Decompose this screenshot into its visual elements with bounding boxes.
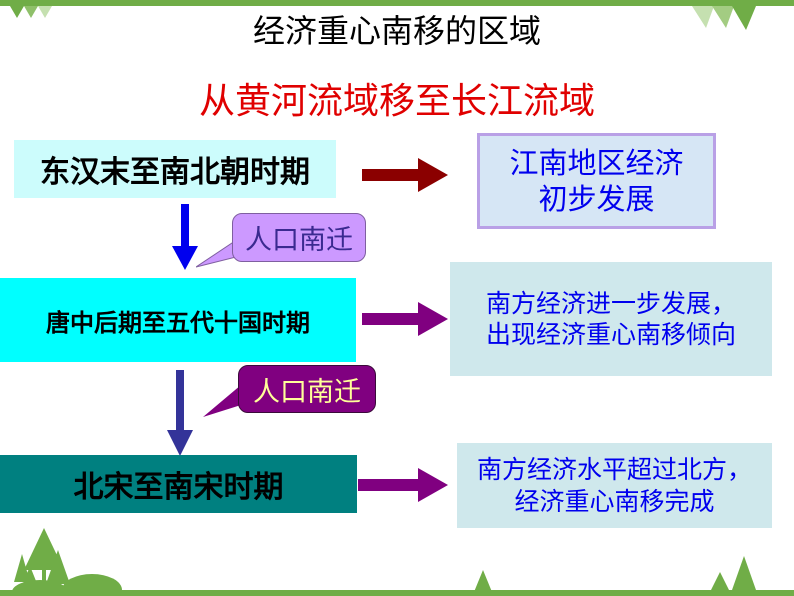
stage-1-result: 江南地区经济 初步发展 — [477, 133, 716, 229]
stage-1-period: 东汉末至南北朝时期 — [14, 140, 336, 198]
right-arrow-icon — [358, 468, 448, 502]
slide-title: 经济重心南移的区域 — [252, 12, 541, 50]
callout-text: 人口南迁 — [253, 376, 361, 408]
down-arrow-icon — [172, 204, 198, 270]
right-arrow-icon — [362, 158, 448, 192]
callout-population-south-1: 人口南迁 — [232, 213, 366, 262]
callout-pointer — [203, 385, 241, 417]
slide-subtitle: 从黄河流域移至长江流域 — [198, 81, 595, 122]
result-line: 江南地区经济 — [509, 145, 684, 180]
stage-3-period-text: 北宋至南宋时期 — [73, 470, 284, 505]
trees-decoration-icon — [0, 528, 794, 596]
result-line: 南方经济水平超过北方， — [476, 455, 752, 485]
callout-population-south-2: 人口南迁 — [238, 365, 376, 413]
stage-3-period: 北宋至南宋时期 — [0, 455, 357, 513]
triangle-decoration-icon — [10, 6, 52, 18]
stage-1-period-text: 东汉末至南北朝时期 — [40, 155, 310, 190]
stage-2-result: 南方经济进一步发展， 出现经济重心南移倾向 — [450, 262, 772, 376]
top-green-bar — [0, 0, 794, 6]
result-line: 南方经济进一步发展， — [485, 288, 736, 318]
stage-2-period-text: 唐中后期至五代十国时期 — [46, 308, 310, 337]
result-line: 经济重心南移完成 — [514, 486, 715, 516]
callout-text: 人口南迁 — [245, 225, 353, 256]
stage-2-period: 唐中后期至五代十国时期 — [0, 278, 356, 362]
right-arrow-icon — [362, 302, 448, 336]
result-line: 出现经济重心南移倾向 — [485, 320, 736, 349]
triangle-decoration-icon — [692, 6, 756, 30]
down-arrow-icon — [167, 370, 193, 456]
result-line: 初步发展 — [538, 182, 655, 216]
stage-3-result: 南方经济水平超过北方， 经济重心南移完成 — [457, 443, 772, 528]
